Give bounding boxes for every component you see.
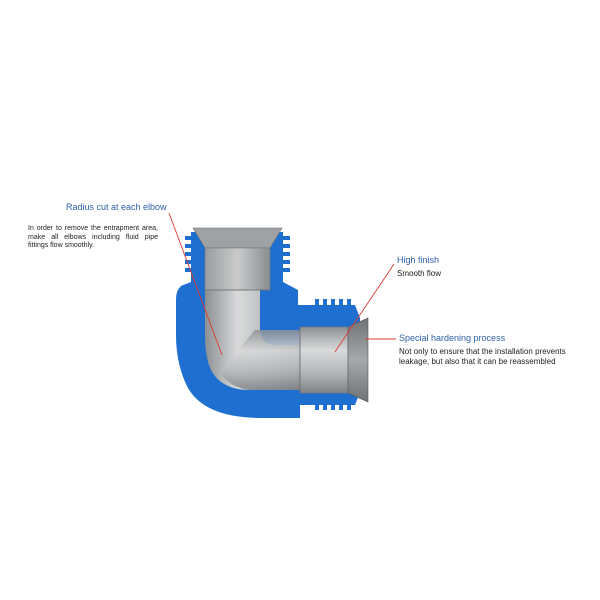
hardening-callout-description: Not only to ensure that the installation… — [399, 347, 566, 366]
hardening-callout-title: Special hardening process — [399, 333, 506, 343]
top-thread-ridges — [185, 236, 290, 272]
leader-finish — [334, 263, 395, 353]
top-socket — [192, 227, 283, 291]
right-thread-ridges — [315, 299, 351, 410]
elbow-callout-description: In order to remove the entrapment area, … — [28, 225, 158, 249]
finish-callout-title: High finish — [397, 255, 440, 265]
finish-callout-description: Smooth flow — [397, 269, 442, 278]
leader-elbow — [168, 212, 223, 356]
horizontal-bore — [220, 330, 300, 390]
callout-leader-lines — [168, 212, 396, 356]
elbow-callout-title: Radius cut at each elbow — [66, 202, 167, 212]
right-socket — [299, 317, 369, 403]
